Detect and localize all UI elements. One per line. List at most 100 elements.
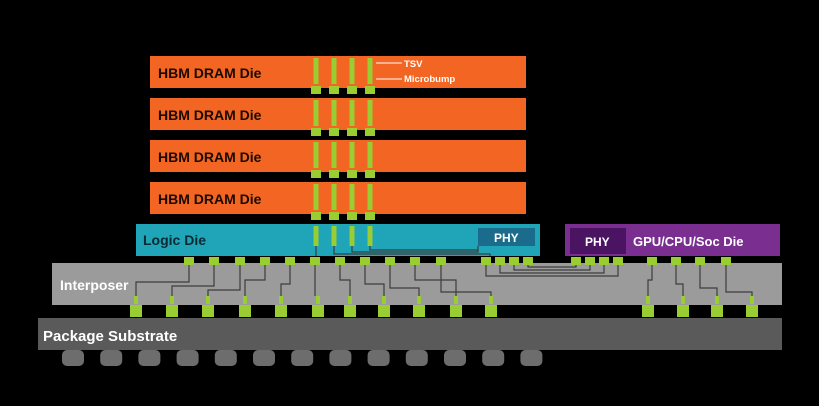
- tsv-label: TSV: [404, 59, 423, 70]
- tsv: [367, 142, 373, 168]
- via: [681, 296, 685, 304]
- via: [489, 296, 493, 304]
- microbump: [209, 257, 219, 265]
- c4-bump: [344, 305, 356, 317]
- microbump: [695, 257, 705, 265]
- interposer-trace: [725, 265, 753, 296]
- interposer-wiring: [135, 265, 753, 296]
- microbump: [385, 257, 395, 265]
- c4-bump: [312, 305, 324, 317]
- c4-bump: [413, 305, 425, 317]
- solder-ball: [367, 350, 390, 366]
- solder-ball: [482, 350, 505, 366]
- interposer-trace: [699, 265, 718, 296]
- tsv: [313, 100, 319, 126]
- interposer-trace: [389, 265, 420, 296]
- c4-bump: [239, 305, 251, 317]
- microbump: [571, 257, 581, 265]
- microbump: [184, 257, 194, 265]
- c4-bump: [711, 305, 723, 317]
- microbump: [495, 257, 505, 265]
- hbm-dram-die: [150, 182, 526, 214]
- microbump: [347, 170, 357, 178]
- tsv: [349, 184, 355, 210]
- tsv: [349, 142, 355, 168]
- microbump: [721, 257, 731, 265]
- microbump: [509, 257, 519, 265]
- interposer-trace: [647, 265, 653, 296]
- hbm-dram-die: [150, 98, 526, 130]
- interposer-trace: [244, 265, 266, 296]
- solder-ball: [138, 350, 161, 366]
- microbump: [329, 212, 339, 220]
- microbump: [365, 170, 375, 178]
- gpu-phy-block: [570, 228, 626, 254]
- solder-ball: [253, 350, 275, 366]
- c4-bump: [378, 305, 390, 317]
- solder-ball: [329, 350, 352, 366]
- microbump: [329, 170, 339, 178]
- solder-ball: [444, 350, 466, 366]
- interposer-trace: [135, 265, 190, 296]
- tsv-columns: [311, 58, 375, 246]
- hbm-dram-die: [150, 140, 526, 172]
- c4-bump: [746, 305, 758, 317]
- gpu-die-label: GPU/CPU/Soc Die: [633, 234, 744, 249]
- microbump: [347, 128, 357, 136]
- c4-bump: [166, 305, 178, 317]
- microbump: [311, 212, 321, 220]
- microbump: [310, 257, 320, 265]
- hbm-dram-die-label: HBM DRAM Die: [158, 107, 262, 123]
- solder-ball: [62, 350, 84, 366]
- microbump: [260, 257, 270, 265]
- tsv: [367, 226, 373, 246]
- tsv: [349, 100, 355, 126]
- interposer-trace: [339, 265, 351, 296]
- tsv: [331, 100, 337, 126]
- solder-ball: [291, 350, 314, 366]
- hbm-dram-die-label: HBM DRAM Die: [158, 149, 262, 165]
- via: [316, 296, 320, 304]
- solder-ball: [100, 350, 123, 366]
- tsv: [313, 58, 319, 84]
- tsv: [349, 58, 355, 84]
- via: [646, 296, 650, 304]
- logic-die: [136, 224, 540, 256]
- microbump: [235, 257, 245, 265]
- interposer-trace: [207, 265, 241, 296]
- via: [170, 296, 174, 304]
- c4-bump: [202, 305, 214, 317]
- microbump: [329, 128, 339, 136]
- via: [454, 296, 458, 304]
- logic-phy-label: PHY: [494, 231, 519, 245]
- via: [750, 296, 754, 304]
- microbump: [599, 257, 609, 265]
- tsv: [367, 58, 373, 84]
- via: [243, 296, 247, 304]
- solder-balls: [62, 350, 543, 366]
- via: [417, 296, 421, 304]
- via: [206, 296, 210, 304]
- interposer-trace: [513, 265, 591, 271]
- tsv: [331, 142, 337, 168]
- tsv: [349, 226, 355, 246]
- microbump: [311, 86, 321, 94]
- microbump: [311, 170, 321, 178]
- via: [382, 296, 386, 304]
- c4-bump: [130, 305, 142, 317]
- microbump: [360, 257, 370, 265]
- tsv: [331, 58, 337, 84]
- c4-bump: [450, 305, 462, 317]
- logic-wire: [369, 246, 478, 251]
- interposer-trace: [280, 265, 291, 296]
- microbump: [436, 257, 446, 265]
- interposer-trace: [440, 265, 492, 296]
- interposer-label: Interposer: [60, 277, 129, 293]
- interposer-trace: [485, 265, 619, 277]
- microbump: [329, 86, 339, 94]
- hbm-dram-die-label: HBM DRAM Die: [158, 191, 262, 207]
- interposer-trace: [414, 265, 457, 296]
- microbump: [285, 257, 295, 265]
- logic-wire: [351, 246, 479, 253]
- logic-die-label: Logic Die: [143, 232, 206, 248]
